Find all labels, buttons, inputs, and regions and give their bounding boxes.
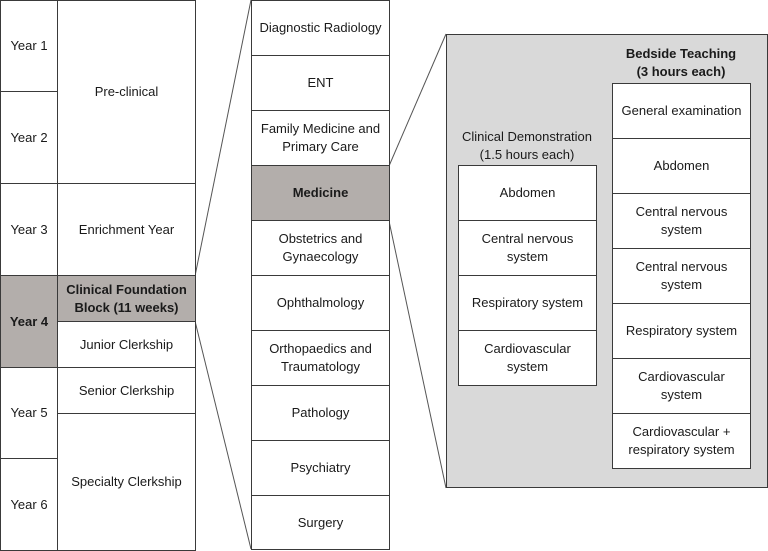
phase-label: Clinical Foundation Block (11 weeks): [66, 281, 187, 315]
specialty-label: Pathology: [291, 405, 350, 420]
phase-label: Specialty Clerkship: [71, 474, 182, 489]
phase-label: Junior Clerkship: [79, 336, 174, 352]
specialty-label: Psychiatry: [290, 460, 351, 475]
year-label: Year 1: [10, 38, 48, 53]
phase-label: Senior Clerkship: [78, 382, 175, 398]
specialty-family-medicine: Family Medicine and Primary Care: [251, 110, 390, 166]
specialty-psychiatry: Psychiatry: [251, 440, 390, 496]
year-label: Year 5: [10, 405, 48, 420]
specialty-label: Medicine: [292, 185, 349, 200]
year-2-cell: Year 2: [0, 91, 58, 184]
bedside-teaching-heading: Bedside Teaching (3 hours each): [625, 46, 737, 79]
specialty-obstetrics: Obstetrics and Gynaecology: [251, 220, 390, 276]
bedside-teaching-item: Cardiovascular system: [612, 358, 751, 414]
specialty-surgery: Surgery: [251, 495, 390, 550]
phase-label: Enrichment Year: [78, 221, 175, 237]
clinical-demonstration-item: Central nervous system: [458, 220, 597, 276]
bedside-teaching-item: Abdomen: [612, 138, 751, 194]
bedside-teaching-item: Central nervous system: [612, 248, 751, 304]
connector-line: [194, 0, 252, 277]
year-5-cell: Year 5: [0, 367, 58, 459]
specialty-pathology: Pathology: [251, 385, 390, 441]
clinical-demonstration-item: Abdomen: [458, 165, 597, 221]
connector-line: [388, 220, 447, 489]
clinical-demonstration-item: Cardiovascular system: [458, 330, 597, 386]
bedside-teaching-item: Cardiovascular + respiratory system: [612, 413, 751, 469]
year-1-cell: Year 1: [0, 0, 58, 92]
specialty-label: Diagnostic Radiology: [259, 20, 382, 35]
year-3-cell: Year 3: [0, 183, 58, 276]
specialty-medicine: Medicine: [251, 165, 390, 221]
specialty-diagnostic-radiology: Diagnostic Radiology: [251, 0, 390, 56]
specialty-label: ENT: [307, 75, 334, 90]
phase-label: Pre-clinical: [94, 84, 159, 99]
year-label: Year 4: [9, 313, 49, 329]
specialty-ophthalmology: Ophthalmology: [251, 275, 390, 331]
phase-clinical-foundation: Clinical Foundation Block (11 weeks): [57, 275, 196, 322]
year-label: Year 6: [10, 496, 48, 512]
connector-line: [194, 320, 252, 550]
phase-junior-clerkship: Junior Clerkship: [57, 321, 196, 368]
phase-enrichment: Enrichment Year: [57, 183, 196, 276]
year-label: Year 3: [10, 221, 48, 237]
specialty-label: Surgery: [297, 514, 344, 530]
bedside-teaching-item: Central nervous system: [612, 193, 751, 249]
clinical-demonstration-heading: Clinical Demonstration (1.5 hours each): [461, 129, 593, 162]
phase-senior-clerkship: Senior Clerkship: [57, 367, 196, 414]
specialty-label: Orthopaedics and Traumatology: [269, 341, 372, 374]
phase-preclinical: Pre-clinical: [57, 0, 196, 184]
specialty-orthopaedics: Orthopaedics and Traumatology: [251, 330, 390, 386]
bedside-teaching-item: Respiratory system: [612, 303, 751, 359]
year-label: Year 2: [10, 129, 48, 145]
specialty-label: Family Medicine and Primary Care: [260, 121, 381, 154]
year-4-cell: Year 4: [0, 275, 58, 368]
bedside-teaching-item: General examination: [612, 83, 751, 139]
specialty-label: Ophthalmology: [276, 295, 365, 310]
specialty-label: Obstetrics and Gynaecology: [278, 231, 363, 264]
phase-specialty-clerkship: Specialty Clerkship: [57, 413, 196, 551]
clinical-demonstration-item: Respiratory system: [458, 275, 597, 331]
connector-line: [388, 33, 447, 167]
year-6-cell: Year 6: [0, 458, 58, 551]
specialty-ent: ENT: [251, 55, 390, 111]
